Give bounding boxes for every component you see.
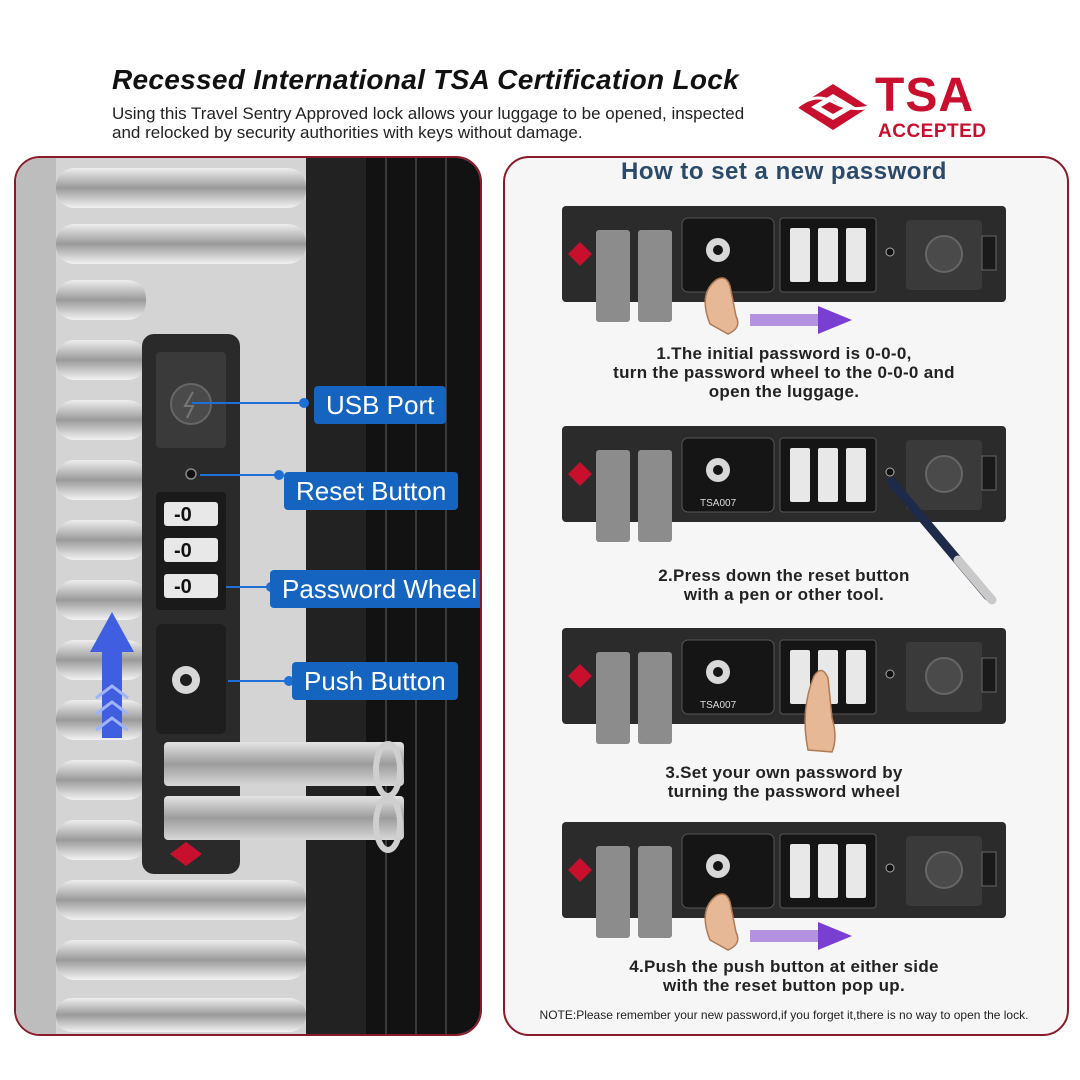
step-1-line-2: turn the password wheel to the 0-0-0 and [613, 363, 955, 382]
tsa-logo-text: TSA [875, 69, 974, 122]
step-3-text: 3.Set your own password by turning the p… [503, 763, 1065, 801]
callout-password-wheel: Password Wheel [270, 570, 480, 608]
tsa-diamond-icon [170, 842, 202, 866]
callout-reset-button: Reset Button [284, 472, 459, 510]
reset-button-hole [185, 468, 197, 480]
lock-diagram-step-2: TSA007 [560, 426, 1010, 611]
password-note: NOTE:Please remember your new password,i… [539, 1008, 1029, 1022]
svg-text:TSA007: TSA007 [700, 498, 737, 509]
callout-push-button: Push Button [292, 662, 458, 700]
tsa-accepted-text: ACCEPTED [878, 121, 987, 142]
step-1-line-3: open the luggage. [708, 382, 860, 401]
svg-text:-0: -0 [174, 504, 192, 526]
step-2-line-2: with a pen or other tool. [683, 585, 885, 604]
step-3-line-2: turning the password wheel [667, 782, 901, 801]
zipper-pull-bottom [164, 796, 404, 840]
svg-text:-0: -0 [174, 540, 192, 562]
shell-ribs [16, 158, 306, 1034]
lock-diagram-step-3: TSA007 [560, 628, 1010, 813]
svg-text:-0: -0 [174, 576, 192, 598]
tsa-accepted-badge: TSA ACCEPTED [795, 70, 995, 145]
zipper-pull-top [164, 742, 404, 786]
luggage-illustration: -0 -0 -0 [16, 158, 480, 1034]
callout-usb-port: USB Port [314, 386, 447, 424]
step-4-text: 4.Push the push button at either side wi… [503, 957, 1065, 995]
svg-text:TSA007: TSA007 [700, 700, 737, 711]
step-1-line-1: 1.The initial password is 0-0-0, [656, 344, 912, 363]
lock-diagram-step-1 [560, 206, 1010, 391]
instructions-title: How to set a new password [621, 158, 947, 185]
push-up-arrow-icon [90, 612, 134, 738]
luggage-lock-photo: -0 -0 -0 USB Port Reset Button Password Wh… [14, 156, 482, 1036]
step-2-text: 2.Press down the reset button with a pen… [503, 566, 1065, 604]
step-4-line-2: with the reset button pop up. [663, 976, 905, 995]
step-2-line-1: 2.Press down the reset button [658, 566, 910, 585]
step-1-text: 1.The initial password is 0-0-0, turn th… [503, 344, 1065, 401]
page-title: Recessed International TSA Certification… [112, 64, 740, 95]
step-3-line-1: 3.Set your own password by [665, 763, 903, 782]
step-4-line-1: 4.Push the push button at either side [629, 957, 939, 976]
page-subtitle: Using this Travel Sentry Approved lock a… [112, 104, 745, 142]
travel-sentry-diamond-icon [796, 84, 870, 130]
lock-diagram-step-4 [560, 822, 1010, 1007]
